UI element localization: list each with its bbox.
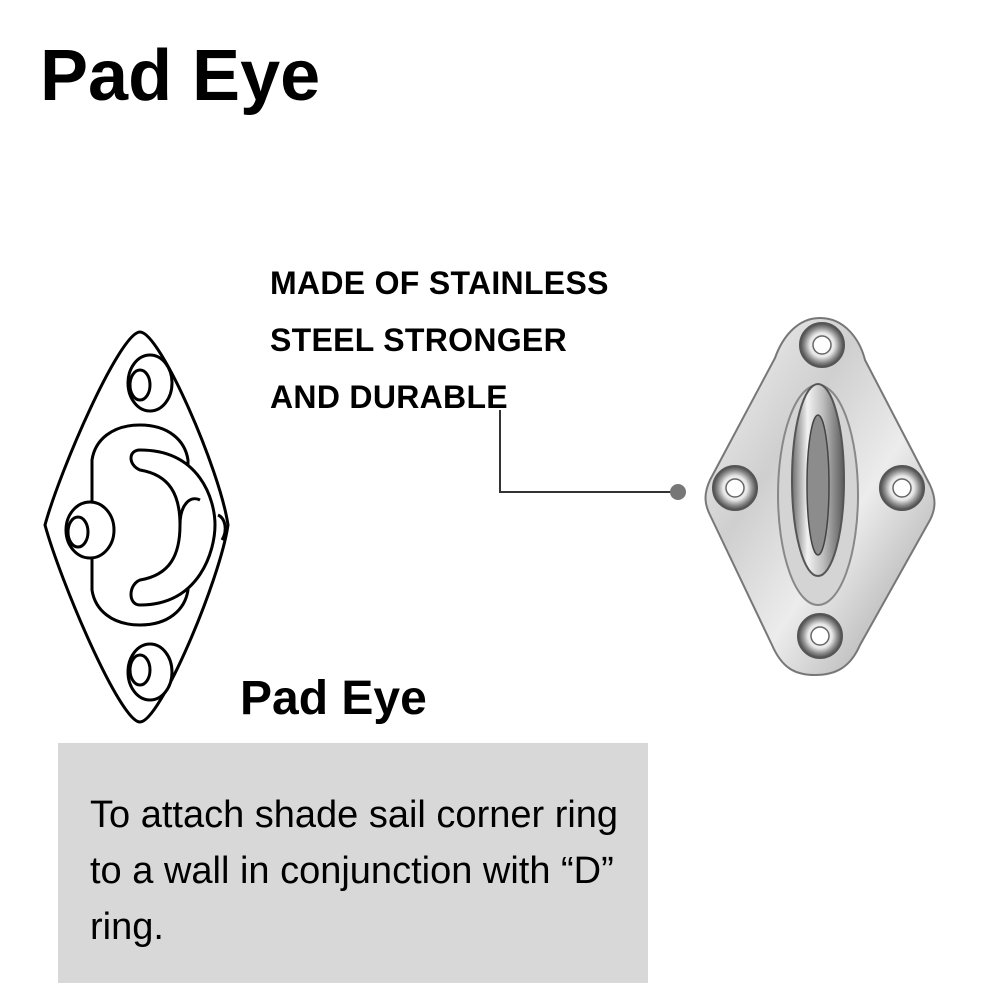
description-box: To attach shade sail corner ring to a wa… bbox=[58, 743, 648, 983]
feature-line: STEEL STRONGER bbox=[270, 322, 567, 358]
description-text: To attach shade sail corner ring to a wa… bbox=[90, 794, 619, 948]
feature-line: MADE OF STAINLESS bbox=[270, 265, 609, 301]
callout-dot bbox=[670, 484, 686, 500]
product-label: Pad Eye bbox=[240, 672, 427, 725]
feature-callout-text: MADE OF STAINLESS STEEL STRONGER AND DUR… bbox=[270, 255, 609, 426]
feature-line: AND DURABLE bbox=[270, 379, 508, 415]
page-title: Pad Eye bbox=[40, 36, 321, 116]
